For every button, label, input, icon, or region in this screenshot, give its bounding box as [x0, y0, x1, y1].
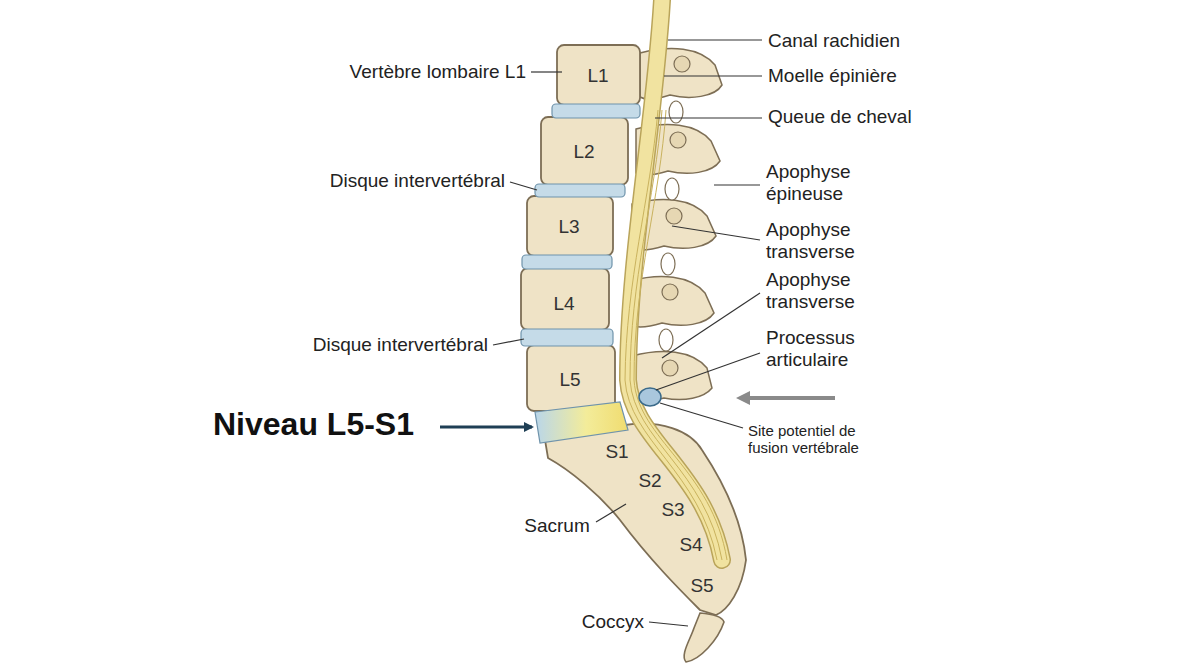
leader-line	[531, 71, 562, 72]
leader-line	[714, 184, 760, 185]
leader-line	[510, 182, 537, 190]
vertebral-body	[557, 45, 640, 105]
part-label: Disque intervertébral	[330, 170, 505, 192]
leader-line	[656, 353, 760, 390]
part-label: Queue de cheval	[768, 106, 912, 128]
facet	[670, 132, 686, 148]
l5-s1-disc	[535, 402, 628, 443]
leader-line	[660, 403, 743, 428]
vertebral-body	[527, 196, 613, 256]
leader-line	[493, 339, 524, 345]
leader-lines	[493, 40, 762, 626]
part-label: Processus articulaire	[766, 327, 886, 371]
intervertebral-disc	[521, 329, 613, 346]
vertebra-label: L4	[553, 293, 574, 315]
part-label: Apophyse transverse	[766, 269, 886, 313]
part-label: Canal rachidien	[768, 30, 900, 52]
intervertebral-disc	[552, 104, 640, 118]
part-label: Sacrum	[524, 515, 589, 537]
foramen	[659, 329, 673, 351]
leader-line	[649, 622, 688, 626]
vertebra-label: L1	[587, 65, 608, 87]
facet	[662, 284, 678, 300]
part-label: Disque intervertébral	[313, 334, 488, 356]
vertebra-label: S2	[638, 470, 661, 492]
vertebra-label: L2	[573, 141, 594, 163]
part-label: Apophyse épineuse	[766, 161, 886, 205]
part-label: Coccyx	[582, 611, 644, 633]
coccyx-bone	[684, 613, 724, 662]
vertebral-body	[541, 117, 628, 185]
vertebra-label: S1	[605, 441, 628, 463]
leader-line	[672, 226, 760, 240]
fusion-facet	[639, 388, 661, 406]
leader-line	[662, 293, 760, 358]
nerve-root	[634, 110, 727, 560]
vertebral-body	[521, 268, 609, 330]
part-label: Apophyse transverse	[766, 219, 886, 263]
leader-line	[664, 75, 762, 76]
facet	[666, 208, 682, 224]
nerve-root	[625, 110, 717, 560]
pointer-arrow	[740, 396, 835, 400]
foramen	[669, 101, 683, 123]
vertebral-body	[527, 345, 615, 411]
vertebra-label: L3	[558, 216, 579, 238]
nerve-root	[630, 110, 722, 560]
intervertebral-disc	[522, 255, 612, 269]
note-label: Site potentiel de fusion vertébrale	[748, 422, 883, 457]
vertebra-label: S3	[661, 499, 684, 521]
facets	[662, 56, 690, 376]
leader-line	[668, 39, 762, 40]
vertebra-label: S5	[690, 575, 713, 597]
part-label: Vertèbre lombaire L1	[350, 61, 526, 83]
level-label: Niveau L5-S1	[213, 406, 414, 443]
foramen	[665, 178, 679, 200]
facet	[662, 360, 678, 376]
vertebra-label: S4	[679, 534, 702, 556]
leader-line	[655, 117, 762, 118]
vertebra-label: L5	[559, 369, 580, 391]
level-arrow	[440, 426, 532, 429]
leader-line	[596, 504, 626, 522]
part-label: Moelle épinière	[768, 65, 897, 87]
nerve-roots	[625, 110, 727, 560]
intervertebral-disc	[535, 184, 625, 197]
spinous-process	[630, 277, 714, 328]
facet	[674, 56, 690, 72]
foramen	[661, 253, 675, 275]
